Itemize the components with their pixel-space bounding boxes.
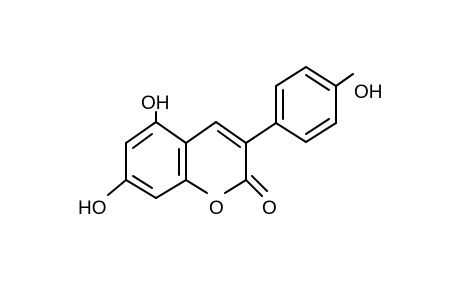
oh-bottom-left-label: HO (78, 198, 107, 219)
bond-c7-oh (107, 179, 127, 196)
bond (215, 121, 247, 144)
oh-top-left-label: OH (141, 93, 170, 114)
bond (251, 175, 268, 192)
bond-c3-phenyl (245, 122, 277, 144)
bond (125, 179, 157, 199)
bond (275, 66, 307, 87)
ring-a (125, 121, 187, 199)
bond (275, 122, 307, 143)
bond (125, 121, 157, 144)
oh-right-label: OH (354, 82, 383, 103)
bond-c4prime-oh (335, 73, 354, 87)
ring-b (185, 121, 247, 194)
ring-oxygen-label: O (209, 198, 224, 219)
bond (185, 121, 217, 144)
bond-double-inner (305, 74, 330, 91)
bond (185, 179, 208, 194)
bond-double-inner (132, 175, 153, 189)
bond-double-inner (305, 118, 330, 135)
bond (155, 121, 187, 144)
bond (155, 179, 187, 199)
bond (245, 179, 263, 197)
bond (305, 66, 337, 87)
bond-double-inner (217, 130, 241, 148)
carbonyl (245, 175, 268, 197)
carbonyl-oxygen-label: O (262, 198, 277, 219)
bond-double-inner (132, 133, 153, 149)
bond (224, 179, 247, 194)
ring-c (275, 66, 337, 143)
bond (305, 122, 337, 143)
